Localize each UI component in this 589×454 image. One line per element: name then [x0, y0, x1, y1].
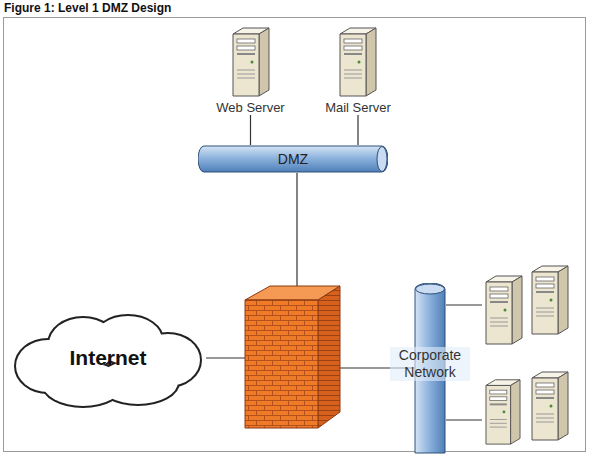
node-label: Web Server [214, 98, 287, 115]
network-segment: DMZ [198, 145, 388, 173]
network-link [357, 115, 358, 145]
server-node: Web Server [214, 24, 287, 115]
node-label: DMZ [278, 151, 308, 167]
node-label: Internet [69, 346, 146, 370]
network-link [250, 115, 251, 145]
internet-cloud: Internet [8, 308, 208, 408]
figure-title: Figure 1: Level 1 DMZ Design [4, 1, 171, 15]
node-label: Mail Server [323, 98, 393, 115]
server-icon [336, 24, 380, 98]
server-icon [229, 24, 273, 98]
network-segment: Corporate Network [414, 283, 446, 454]
node-label: Corporate Network [390, 347, 470, 381]
server-node: Mail Server [323, 24, 393, 115]
